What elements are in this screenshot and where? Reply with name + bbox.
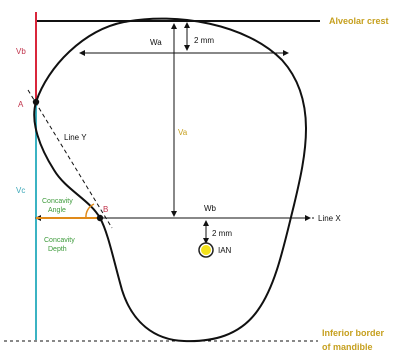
ian-label: IAN (218, 246, 232, 255)
point-b-dot (96, 214, 104, 222)
mm-top-label: 2 mm (194, 36, 214, 45)
vb-label: Vb (16, 47, 26, 56)
concavity-angle-arc (85, 203, 95, 219)
wb-label: Wb (204, 204, 217, 213)
point-a-dot (32, 98, 40, 106)
concavity-depth-label-line1: Concavity (44, 237, 75, 244)
mm-bottom-label: 2 mm (212, 229, 232, 238)
concavity-angle-label-line2: Angle (48, 207, 66, 214)
wa-label: Wa (150, 38, 162, 47)
concavity-depth-label-line2: Depth (48, 246, 67, 253)
line-y (27, 89, 113, 229)
point-a-label: A (18, 100, 24, 109)
inferior-border-label-line2: of mandible (322, 342, 373, 352)
alveolar-crest-label: Alveolar crest (329, 16, 389, 26)
va-label: Va (178, 128, 188, 137)
vc-label: Vc (16, 186, 25, 195)
line-y-label: Line Y (64, 133, 87, 142)
concavity-angle-label-line1: Concavity (42, 198, 73, 205)
nerve-circle-icon (198, 242, 214, 258)
inferior-border-label-line1: Inferior border (322, 328, 385, 338)
line-x-label: Line X (318, 214, 341, 223)
bone-outline (33, 17, 307, 343)
point-b-label: B (103, 205, 108, 214)
